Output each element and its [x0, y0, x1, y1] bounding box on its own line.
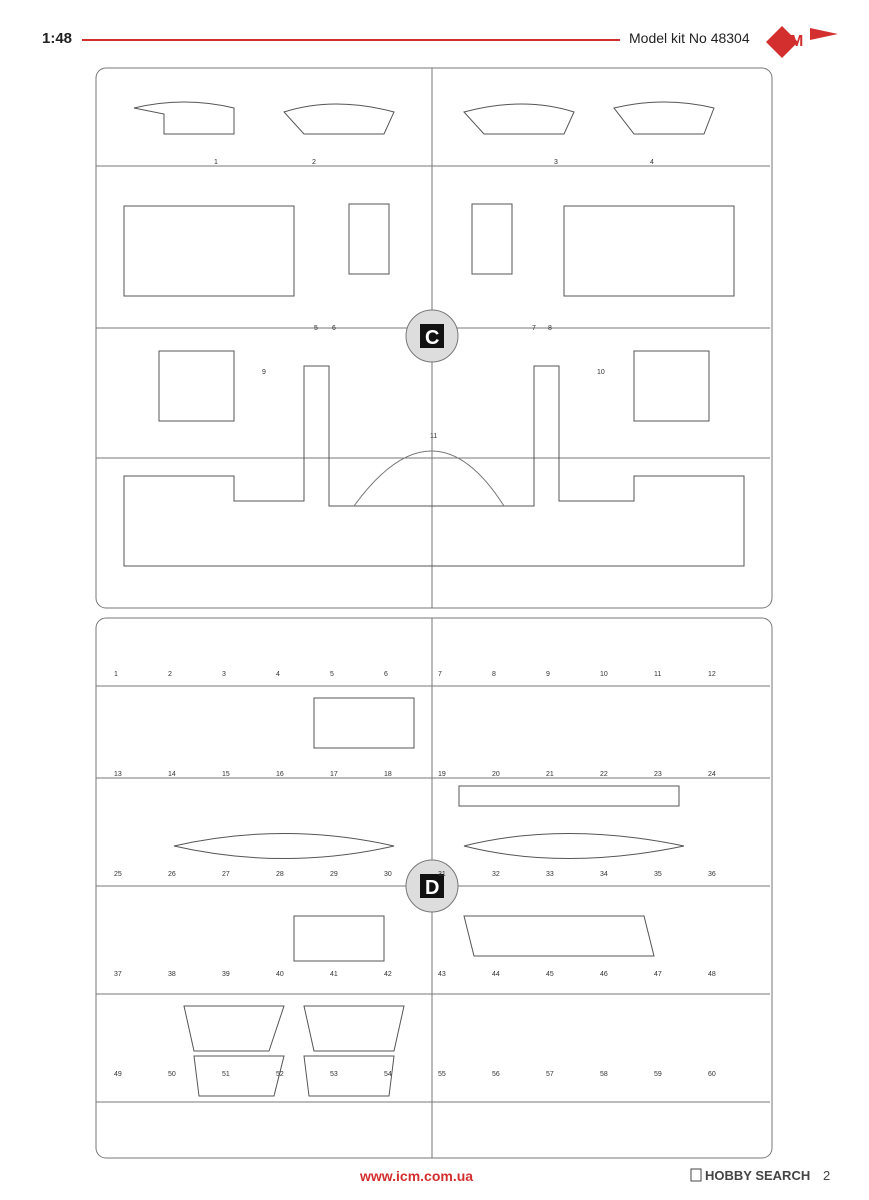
part-number: 13 [114, 771, 122, 778]
sprue-c-letter: C [425, 327, 439, 349]
part-number: 54 [384, 1071, 392, 1078]
part-number: 59 [654, 1071, 662, 1078]
part-number: 30 [384, 871, 392, 878]
part-number: 14 [168, 771, 176, 778]
part-number: 7 [438, 671, 442, 678]
part-number: 52 [276, 1071, 284, 1078]
part-number: 2 [168, 671, 172, 678]
part-number: 9 [262, 369, 266, 376]
part-number: 43 [438, 971, 446, 978]
part-number: 56 [492, 1071, 500, 1078]
page-number: 2 [823, 1168, 831, 1183]
part-number: 18 [384, 771, 392, 778]
part-number: 25 [114, 871, 122, 878]
part-number: 3 [222, 671, 226, 678]
page-header: 1:48 Model kit No 48304 ICM [0, 0, 869, 60]
sprue-sheet: C 1 2 3 4 5 6 7 8 9 10 11 [95, 67, 773, 1159]
sprue-c-badge: C [405, 309, 459, 363]
part-number: 35 [654, 871, 662, 878]
part-number: 49 [114, 1071, 122, 1078]
part-number: 44 [492, 971, 500, 978]
part-number: 26 [168, 871, 176, 878]
part-number: 1 [214, 159, 218, 166]
part-number: 42 [384, 971, 392, 978]
icm-logo: ICM [766, 26, 838, 58]
part-number: 24 [708, 771, 716, 778]
sprue-c-part-numbers: 1 2 3 4 5 6 7 8 9 10 11 [214, 159, 654, 440]
part-number: 6 [332, 325, 336, 332]
part-number: 11 [654, 671, 661, 678]
part-number: 29 [330, 871, 338, 878]
part-number: 9 [546, 671, 550, 678]
part-number: 22 [600, 771, 608, 778]
header-rule [82, 39, 620, 41]
part-number: 5 [314, 325, 318, 332]
watermark: HOBBY SEARCH [705, 1168, 811, 1183]
sprue-d-letter: D [425, 877, 439, 899]
part-number: 50 [168, 1071, 176, 1078]
part-number: 2 [312, 159, 316, 166]
part-number: 21 [546, 771, 554, 778]
part-number: 5 [330, 671, 334, 678]
part-number: 51 [222, 1071, 230, 1078]
kit-number: Model kit No 48304 [629, 30, 750, 46]
part-number: 40 [276, 971, 284, 978]
svg-text:ICM: ICM [774, 33, 803, 50]
part-number: 4 [650, 159, 654, 166]
part-number: 23 [654, 771, 662, 778]
part-number: 60 [708, 1071, 716, 1078]
scale-label: 1:48 [42, 30, 73, 47]
part-number: 19 [438, 771, 446, 778]
part-number: 8 [492, 671, 496, 678]
part-number: 45 [546, 971, 554, 978]
part-number: 33 [546, 871, 554, 878]
footer-url[interactable]: www.icm.com.ua [360, 1168, 474, 1184]
part-number: 34 [600, 871, 608, 878]
part-number: 7 [532, 325, 536, 332]
part-number: 3 [554, 159, 558, 166]
part-number: 17 [330, 771, 338, 778]
part-number: 28 [276, 871, 284, 878]
sprue-c [95, 67, 773, 609]
part-number: 38 [168, 971, 176, 978]
part-number: 12 [708, 671, 716, 678]
part-number: 11 [430, 433, 437, 440]
part-number: 10 [600, 671, 608, 678]
part-number: 55 [438, 1071, 446, 1078]
part-number: 10 [597, 369, 605, 376]
part-number: 36 [708, 871, 716, 878]
sprue-d-badge: D [405, 859, 459, 913]
part-number: 4 [276, 671, 280, 678]
part-number: 32 [492, 871, 500, 878]
part-number: 41 [330, 971, 338, 978]
part-number: 48 [708, 971, 716, 978]
part-number: 8 [548, 325, 552, 332]
part-number: 6 [384, 671, 388, 678]
part-number: 20 [492, 771, 500, 778]
part-number: 58 [600, 1071, 608, 1078]
part-number: 1 [114, 671, 118, 678]
part-number: 47 [654, 971, 662, 978]
part-number: 39 [222, 971, 230, 978]
part-number: 53 [330, 1071, 338, 1078]
part-number: 31 [438, 871, 446, 878]
hobby-search-icon [690, 1168, 702, 1182]
part-number: 37 [114, 971, 122, 978]
part-number: 46 [600, 971, 608, 978]
part-number: 16 [276, 771, 284, 778]
part-number: 57 [546, 1071, 554, 1078]
part-number: 15 [222, 771, 230, 778]
part-number: 27 [222, 871, 230, 878]
